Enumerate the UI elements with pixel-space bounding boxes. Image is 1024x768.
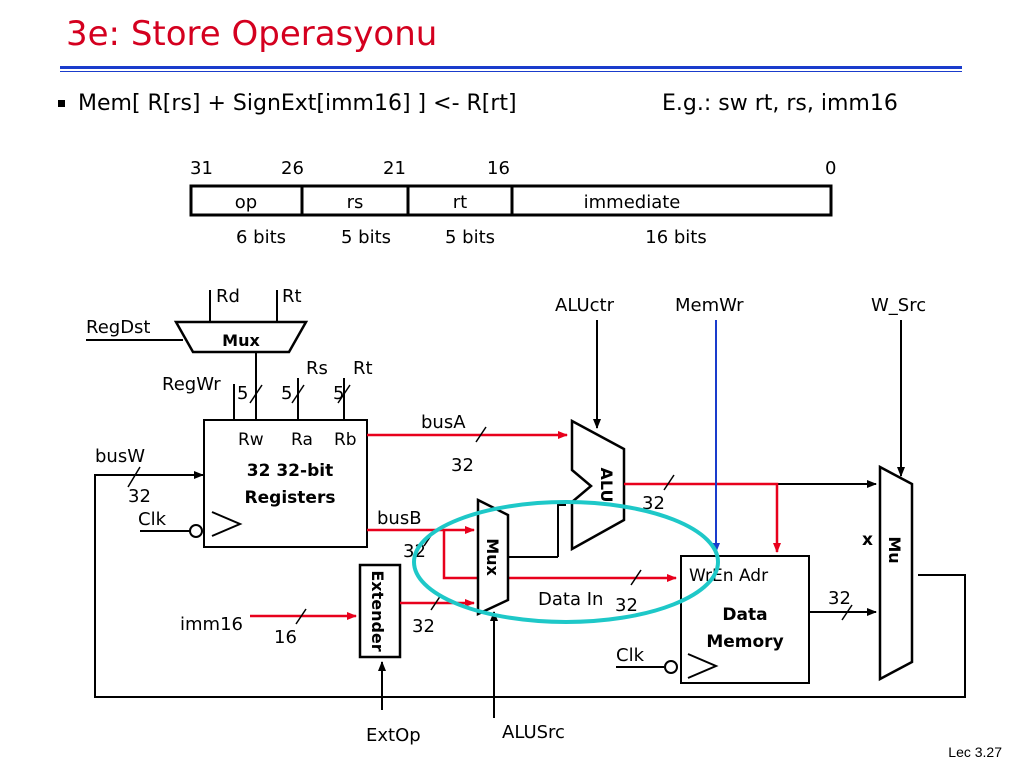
rd-label: Rd (216, 286, 240, 307)
bit-pos-26: 26 (281, 158, 304, 179)
clk-label: Clk (138, 509, 167, 530)
register-file: Rw Ra Rb 32 32-bit Registers (203, 419, 368, 548)
rt-mux-label: Rt (282, 286, 302, 307)
rw-width: 5 (237, 383, 248, 404)
rt-label: Rt (353, 358, 373, 379)
alu-width-tick (663, 474, 675, 491)
alusrc-mux: Mux (476, 497, 510, 616)
wb-mux-label-top: Mu (885, 536, 904, 563)
alu-b-input-wire (557, 504, 566, 557)
rw-width-tick (249, 384, 263, 404)
extender-label: Extender (368, 570, 387, 651)
ext-width: 32 (412, 616, 435, 637)
busw-width-tick (127, 466, 141, 488)
port-rb: Rb (334, 430, 357, 450)
regdst-mux-shape (173, 320, 309, 354)
mem-out-width-tick (841, 604, 853, 621)
field-rt: rt (453, 192, 467, 213)
register-file-box (203, 419, 368, 548)
title-rule-thin (60, 71, 962, 72)
data-in-width: 32 (615, 595, 638, 616)
field-rs: rs (347, 192, 364, 213)
data-in-label: Data In (538, 589, 603, 610)
busb-label: busB (377, 508, 422, 529)
ra-width: 5 (281, 383, 292, 404)
clk-inverter-icon (189, 524, 203, 538)
memwr-label: MemWr (675, 295, 744, 316)
instruction-format: 31 26 21 16 0 op rs rt immediate 6 bits … (189, 158, 836, 248)
width-immediate: 16 bits (645, 227, 707, 248)
extender-box (358, 563, 402, 659)
width-rs: 5 bits (341, 227, 391, 248)
alusrc-label: ALUSrc (502, 722, 565, 743)
imm16-label: imm16 (180, 614, 243, 635)
memory-title: Data (722, 605, 767, 625)
busa-width: 32 (451, 455, 474, 476)
width-op: 6 bits (236, 227, 286, 248)
port-ra: Ra (291, 430, 313, 450)
alu-to-adr-wire (624, 482, 781, 553)
regwr-label: RegWr (162, 374, 221, 395)
slide-number: Lec 3.27 (948, 744, 1002, 760)
extop-label: ExtOp (366, 725, 421, 746)
imm16-width: 16 (274, 627, 297, 648)
ra-width-tick (291, 384, 305, 404)
mem-clk-label: Clk (616, 645, 645, 666)
data-memory-box (680, 555, 810, 684)
bit-pos-31: 31 (190, 158, 213, 179)
writeback-wire (94, 471, 966, 698)
width-rt: 5 bits (445, 227, 495, 248)
mem-clk-inverter-icon (664, 660, 678, 674)
wb-mux-label-bottom: x (862, 530, 873, 550)
regdst-label: RegDst (86, 317, 151, 338)
bit-pos-16: 16 (487, 158, 510, 179)
bit-pos-21: 21 (383, 158, 406, 179)
wsrc-label: W_Src (871, 295, 926, 316)
rb-width-tick (337, 384, 351, 404)
memory-subtitle: Memory (706, 632, 783, 652)
rs-label: Rs (306, 358, 328, 379)
wb-mux: Mu x (862, 464, 914, 682)
slide-title: 3e: Store Operasyonu (66, 14, 438, 54)
busa-width-tick (475, 426, 487, 443)
busw-label: busW (95, 446, 145, 467)
alu-shape (570, 418, 626, 552)
mem-out-width: 32 (828, 588, 851, 609)
regdst-mux: Mux (173, 320, 309, 354)
regdst-mux-label: Mux (222, 331, 260, 350)
field-immediate: immediate (584, 192, 681, 213)
port-rw: Rw (238, 430, 264, 450)
field-op: op (235, 192, 257, 213)
memory-ports: WrEn Adr (689, 566, 768, 586)
register-file-subtitle: Registers (245, 488, 336, 508)
clock-edge-icon (211, 511, 243, 537)
bullet-square-icon (58, 100, 65, 107)
data-in-width-tick (630, 569, 642, 586)
busa-label: busA (421, 412, 466, 433)
alu: ALU (570, 418, 626, 552)
wb-mux-shape (878, 464, 914, 682)
imm16-width-tick (295, 608, 307, 625)
store-equation: Mem[ R[rs] + SignExt[imm16] ] <- R[rt] (78, 91, 517, 116)
busw-width: 32 (128, 486, 151, 507)
alu-label: ALU (597, 468, 616, 503)
register-file-title: 32 32-bit (247, 461, 333, 481)
bit-pos-0: 0 (825, 158, 836, 179)
highlight-ellipse (412, 500, 720, 624)
rb-width: 5 (333, 383, 344, 404)
extender: Extender (358, 563, 402, 659)
memory-clock-edge-icon (687, 653, 719, 679)
alu-width: 32 (642, 493, 665, 514)
aluctr-label: ALUctr (555, 295, 615, 316)
data-memory: WrEn Adr Data Memory (680, 555, 810, 684)
alusrc-mux-label: Mux (483, 538, 502, 576)
title-rule (60, 66, 962, 69)
data-in-wire (442, 530, 677, 582)
example-instruction: E.g.: sw rt, rs, imm16 (662, 91, 898, 116)
